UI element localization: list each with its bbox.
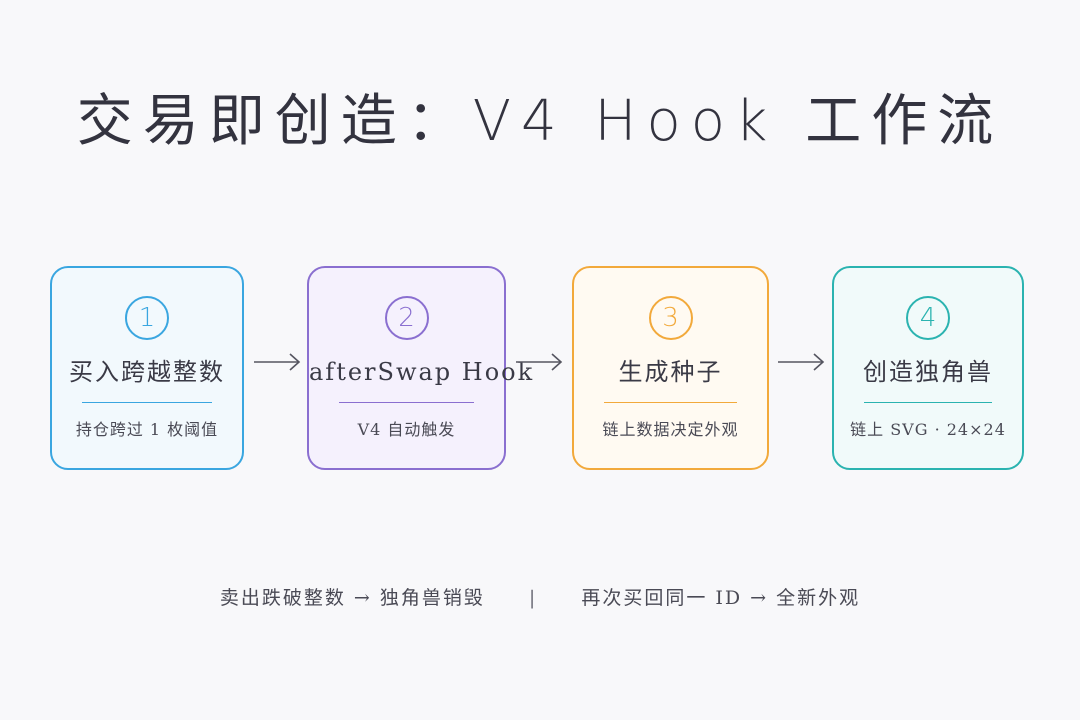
step-4-description: 链上 SVG · 24×24 (850, 420, 1006, 439)
footer-separator: | (528, 587, 538, 609)
arrow-3-to-4 (778, 353, 825, 371)
step-3-divider (604, 402, 737, 403)
step-1-divider (82, 402, 212, 403)
step-3-box: 3 生成种子 链上数据决定外观 (572, 266, 769, 470)
step-1-box: 1 买入跨越整数 持仓跨过 1 枚阈值 (50, 266, 244, 470)
step-2-name: afterSwap Hook (309, 358, 535, 386)
step-2-number-circle: 2 (384, 296, 429, 340)
step-3-name: 生成种子 (618, 358, 723, 386)
diagram-title: 交易即创造：V4 Hook 工作流 (76, 89, 1004, 154)
step-4-number-circle: 4 (906, 296, 950, 340)
step-1-name: 买入跨越整数 (69, 358, 225, 386)
step-3-number-circle: 3 (648, 296, 693, 340)
step-2-box: 2 afterSwap Hook V4 自动触发 (307, 266, 535, 470)
step-4-box: 4 创造独角兽 链上 SVG · 24×24 (832, 266, 1024, 470)
arrow-1-to-2 (254, 353, 301, 371)
step-1-number-circle: 1 (125, 296, 169, 340)
step-2-divider (339, 402, 474, 403)
footer-left-text: 卖出跌破整数 → 独角兽销毁 (219, 587, 485, 609)
step-4-name: 创造独角兽 (863, 358, 993, 386)
footer-note: 卖出跌破整数 → 独角兽销毁 | 再次买回同一 ID → 全新外观 (0, 584, 1080, 612)
step-1-description: 持仓跨过 1 枚阈值 (75, 420, 219, 439)
step-2-description: V4 自动触发 (357, 420, 456, 439)
step-4-divider (864, 402, 992, 403)
arrow-2-to-3 (516, 353, 563, 371)
step-3-description: 链上数据决定外观 (602, 420, 739, 439)
footer-right-text: 再次买回同一 ID → 全新外观 (581, 587, 861, 609)
